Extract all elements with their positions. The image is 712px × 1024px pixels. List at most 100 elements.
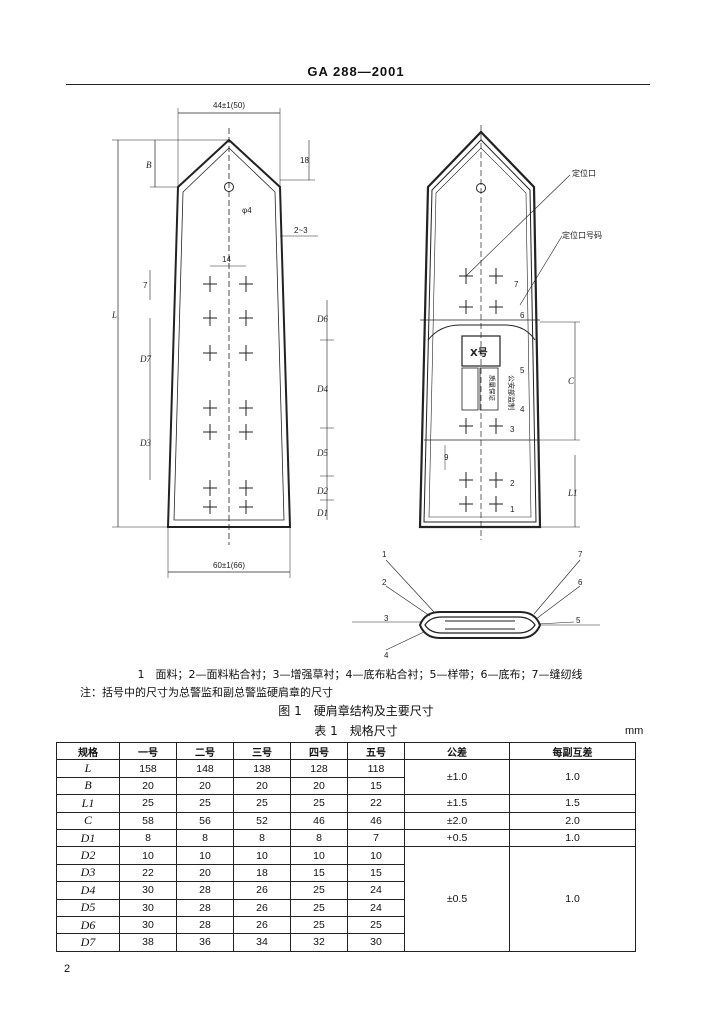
dim-7-label: 7 xyxy=(143,281,148,290)
spec-symbol-cell: D2 xyxy=(56,846,120,865)
dim-D2-label: D2 xyxy=(316,486,328,496)
value-cell: 34 xyxy=(233,933,291,952)
value-cell: 15 xyxy=(347,863,405,883)
header-cell: 二号 xyxy=(176,741,234,761)
header-cell: 五号 xyxy=(347,741,405,761)
header-cell: 三号 xyxy=(233,741,291,761)
spec-symbol-cell: D7 xyxy=(56,933,120,952)
value-cell: 20 xyxy=(176,863,234,883)
pair-diff-cell: 1.0 xyxy=(509,828,636,848)
locator-label: 定位口 xyxy=(572,168,596,178)
value-cell: 8 xyxy=(119,828,177,848)
locator-number-label: 定位口号码 xyxy=(562,230,602,240)
value-cell: 24 xyxy=(347,881,405,900)
value-cell: 26 xyxy=(233,898,291,917)
value-cell: 28 xyxy=(176,898,234,917)
dim-C-label: C xyxy=(568,376,575,386)
technical-drawing: 44±1(50) 60±1(66) L B 18 2~3 φ4 14 7 D7 … xyxy=(111,101,602,660)
right-num-2: 2 xyxy=(510,479,515,488)
figure-caption: 图 1 硬肩章结构及主要尺寸 xyxy=(278,704,434,718)
tolerance-cell: ±1.0 xyxy=(404,759,510,796)
spec-symbol-cell: L1 xyxy=(56,794,120,813)
right-num-6: 6 xyxy=(520,311,525,320)
offset-label: 18 xyxy=(300,156,309,165)
value-cell: 30 xyxy=(347,933,405,952)
made-by-label: 公安部监制 xyxy=(507,375,516,410)
value-cell: 15 xyxy=(347,776,405,796)
tolerance-cell: ±1.5 xyxy=(404,794,510,813)
value-cell: 58 xyxy=(119,811,177,830)
dim-D6-label: D6 xyxy=(316,314,328,324)
badge-size-text: X号 xyxy=(470,347,488,359)
value-cell: 10 xyxy=(347,846,405,865)
tolerance-cell: +0.5 xyxy=(404,828,510,848)
pair-diff-cell: 1.5 xyxy=(509,794,636,813)
left-hole-marks xyxy=(203,276,253,514)
width-top-label: 44±1(50) xyxy=(213,101,245,110)
spec-symbol-cell: D4 xyxy=(56,881,120,900)
value-cell: 25 xyxy=(290,915,348,935)
right-num-9: 9 xyxy=(444,453,449,462)
right-view xyxy=(418,125,580,540)
value-cell: 22 xyxy=(119,863,177,883)
spec-symbol-cell: D1 xyxy=(56,828,120,848)
hole-spacing-label: 14 xyxy=(222,255,231,264)
value-cell: 20 xyxy=(176,776,234,796)
tolerance-cell: ±0.5 xyxy=(404,846,510,952)
value-cell: 8 xyxy=(290,828,348,848)
spec-symbol-cell: C xyxy=(56,811,120,830)
header-cell: 四号 xyxy=(290,741,348,761)
header-rule xyxy=(66,84,650,85)
value-cell: 32 xyxy=(290,933,348,952)
spec-symbol-cell: D6 xyxy=(56,915,120,935)
value-cell: 56 xyxy=(176,811,234,830)
dim-D1-label: D1 xyxy=(316,508,328,518)
spec-symbol-cell: L xyxy=(56,759,120,778)
quality-label: 质量保证 xyxy=(488,375,497,402)
gap-label: 2~3 xyxy=(294,226,308,235)
value-cell: 148 xyxy=(176,759,234,778)
value-cell: 25 xyxy=(290,881,348,900)
value-cell: 26 xyxy=(233,915,291,935)
value-cell: 8 xyxy=(176,828,234,848)
tolerance-cell: ±2.0 xyxy=(404,811,510,830)
value-cell: 20 xyxy=(290,776,348,796)
cross-section xyxy=(352,559,600,651)
right-num-4: 4 xyxy=(520,405,525,414)
value-cell: 10 xyxy=(233,846,291,865)
right-num-1: 1 xyxy=(510,505,515,514)
value-cell: 30 xyxy=(119,915,177,935)
value-cell: 8 xyxy=(233,828,291,848)
value-cell: 25 xyxy=(233,794,291,813)
value-cell: 20 xyxy=(233,776,291,796)
dim-L1-label: L1 xyxy=(567,488,578,498)
table-header-row: 规格 一号 二号 三号 四号 五号 公差 每副互差 xyxy=(56,741,636,761)
value-cell: 36 xyxy=(176,933,234,952)
value-cell: 15 xyxy=(290,863,348,883)
header-cell: 每副互差 xyxy=(509,741,636,761)
value-cell: 46 xyxy=(347,811,405,830)
page-number: 2 xyxy=(64,963,71,975)
dim-D4-label: D4 xyxy=(316,384,328,394)
header-cell: 规格 xyxy=(56,741,120,761)
value-cell: 25 xyxy=(290,898,348,917)
standard-header: GA 288—2001 xyxy=(307,64,405,79)
value-cell: 25 xyxy=(347,915,405,935)
right-hole-marks xyxy=(459,268,503,512)
hole-diameter-label: φ4 xyxy=(242,206,252,215)
header-cell: 一号 xyxy=(119,741,177,761)
value-cell: 10 xyxy=(290,846,348,865)
value-cell: 28 xyxy=(176,881,234,900)
pair-diff-cell: 2.0 xyxy=(509,811,636,830)
value-cell: 18 xyxy=(233,863,291,883)
value-cell: 46 xyxy=(290,811,348,830)
